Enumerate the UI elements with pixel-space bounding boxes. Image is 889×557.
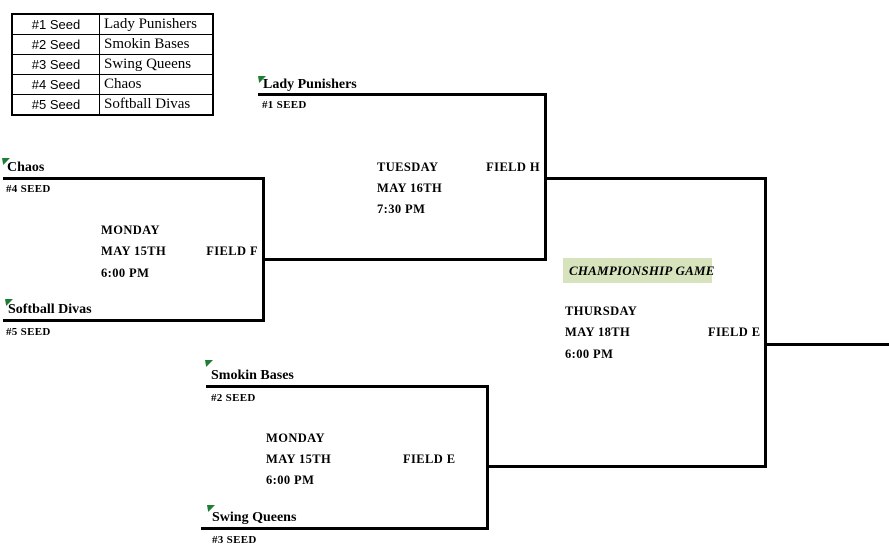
cell-flag-icon [5, 299, 13, 306]
cell-flag-icon [207, 505, 215, 512]
seed-cell: #5 Seed [11, 94, 100, 116]
bracket-line-qfbottom-vertical [486, 385, 489, 530]
seed-cell: #4 Seed [11, 74, 100, 95]
bracket-line-qfbottom-winner [486, 465, 767, 468]
team-cell: Chaos [99, 74, 214, 95]
bracket-line-qfleft-bottom-slot [3, 319, 265, 322]
seed-label-1: #1 SEED [262, 99, 307, 111]
team-cell: Smokin Bases [99, 34, 214, 55]
semifinal-field: FIELD H [486, 160, 540, 174]
bracket-line-qfleft-top-slot [3, 177, 265, 180]
seed-cell: #1 Seed [11, 13, 100, 35]
seed-label-3: #3 SEED [212, 534, 257, 546]
seed-label-4: #4 SEED [6, 183, 51, 195]
championship-time: 6:00 PM [565, 347, 614, 361]
seed-label-2: #2 SEED [211, 392, 256, 404]
qfbottom-day: MONDAY [266, 431, 325, 445]
bracket-line-championship-vertical [764, 177, 767, 468]
table-row: #4 Seed Chaos [11, 74, 214, 95]
bracket-line-qfleft-vertical [262, 177, 265, 322]
bracket-line-championship-winner [764, 343, 889, 346]
bracket-line-semifinal-winner [544, 177, 767, 180]
team-cell: Softball Divas [99, 94, 214, 116]
team-swing-queens: Swing Queens [212, 510, 297, 525]
team-cell: Lady Punishers [99, 13, 214, 35]
qfleft-time: 6:00 PM [101, 266, 150, 280]
bracket-line-semifinal-top-slot [258, 93, 547, 96]
team-chaos: Chaos [7, 160, 45, 175]
qfleft-day: MONDAY [101, 223, 160, 237]
table-row: #1 Seed Lady Punishers [11, 13, 214, 35]
championship-date: MAY 18TH [565, 325, 631, 339]
semifinal-time: 7:30 PM [377, 202, 426, 216]
team-smokin-bases: Smokin Bases [211, 368, 294, 383]
team-softball-divas: Softball Divas [8, 302, 92, 317]
championship-day: THURSDAY [565, 304, 638, 318]
seed-cell: #2 Seed [11, 34, 100, 55]
table-row: #5 Seed Softball Divas [11, 94, 214, 116]
cell-flag-icon [2, 158, 10, 165]
qfleft-field: FIELD F [206, 244, 258, 258]
seed-table: #1 Seed Lady Punishers #2 Seed Smokin Ba… [11, 13, 214, 116]
team-lady-punishers: Lady Punishers [263, 77, 357, 92]
qfleft-date: MAY 15TH [101, 244, 167, 258]
team-cell: Swing Queens [99, 54, 214, 75]
seed-cell: #3 Seed [11, 54, 100, 75]
cell-flag-icon [258, 76, 266, 83]
semifinal-date: MAY 16TH [377, 181, 443, 195]
qfbottom-date: MAY 15TH [266, 452, 332, 466]
bracket-line-qfbottom-bottom-slot [201, 527, 489, 530]
cell-flag-icon [205, 360, 213, 367]
championship-game-label: CHAMPIONSHIP GAME [563, 258, 714, 283]
championship-field: FIELD E [708, 325, 761, 339]
qfbottom-time: 6:00 PM [266, 473, 315, 487]
table-row: #2 Seed Smokin Bases [11, 34, 214, 55]
bracket-line-qfbottom-top-slot [206, 385, 489, 388]
table-row: #3 Seed Swing Queens [11, 54, 214, 75]
semifinal-day: TUESDAY [377, 160, 439, 174]
bracket-line-qfleft-winner [262, 258, 547, 261]
seed-label-5: #5 SEED [6, 326, 51, 338]
qfbottom-field: FIELD E [403, 452, 456, 466]
